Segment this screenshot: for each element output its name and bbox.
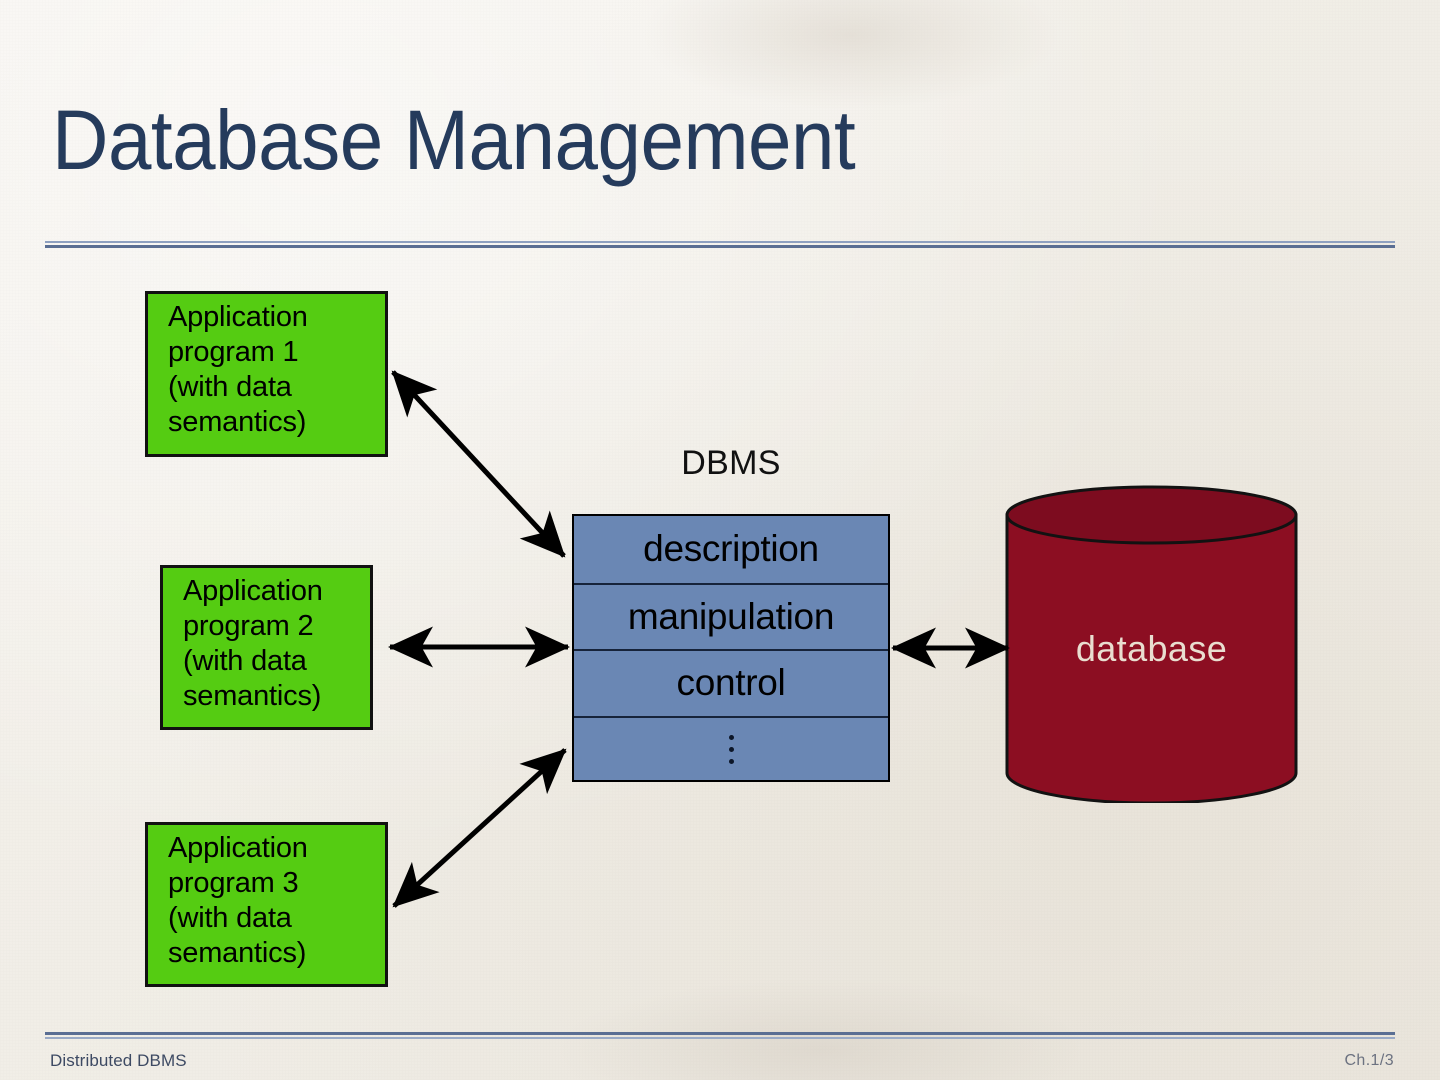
- arrow-app1-dbms: [391, 370, 566, 558]
- paper-smudge-bottom: [560, 980, 1080, 1080]
- application-program-2-box: Application program 2 (with data semanti…: [160, 565, 373, 730]
- title-divider-rule: [45, 241, 1395, 248]
- vertical-ellipsis-icon: [728, 735, 734, 765]
- divider-thick-line: [45, 245, 1395, 248]
- dbms-label: DBMS: [681, 444, 781, 482]
- database-cylinder: [1005, 485, 1298, 803]
- dbms-row-description: description: [643, 528, 819, 570]
- footer-page-number: Ch.1/3: [1344, 1052, 1394, 1069]
- divider-thin-line: [45, 1037, 1395, 1039]
- footer-divider-rule: [45, 1032, 1395, 1039]
- dbms-row-ellipsis: [574, 715, 888, 783]
- arrow-app3-dbms: [392, 748, 567, 908]
- divider-thin-line: [45, 241, 1395, 243]
- application-program-1-box: Application program 1 (with data semanti…: [145, 291, 388, 457]
- divider-thick-line: [45, 1032, 1395, 1035]
- page-title: Database Management: [52, 93, 856, 187]
- dbms-stack: description manipulation control: [572, 514, 890, 782]
- dbms-row-manipulation: manipulation: [574, 582, 888, 650]
- application-program-3-box: Application program 3 (with data semanti…: [145, 822, 388, 987]
- dbms-row-control: control: [574, 649, 888, 716]
- database-label: database: [1075, 628, 1228, 669]
- footer-course-label: Distributed DBMS: [50, 1051, 187, 1070]
